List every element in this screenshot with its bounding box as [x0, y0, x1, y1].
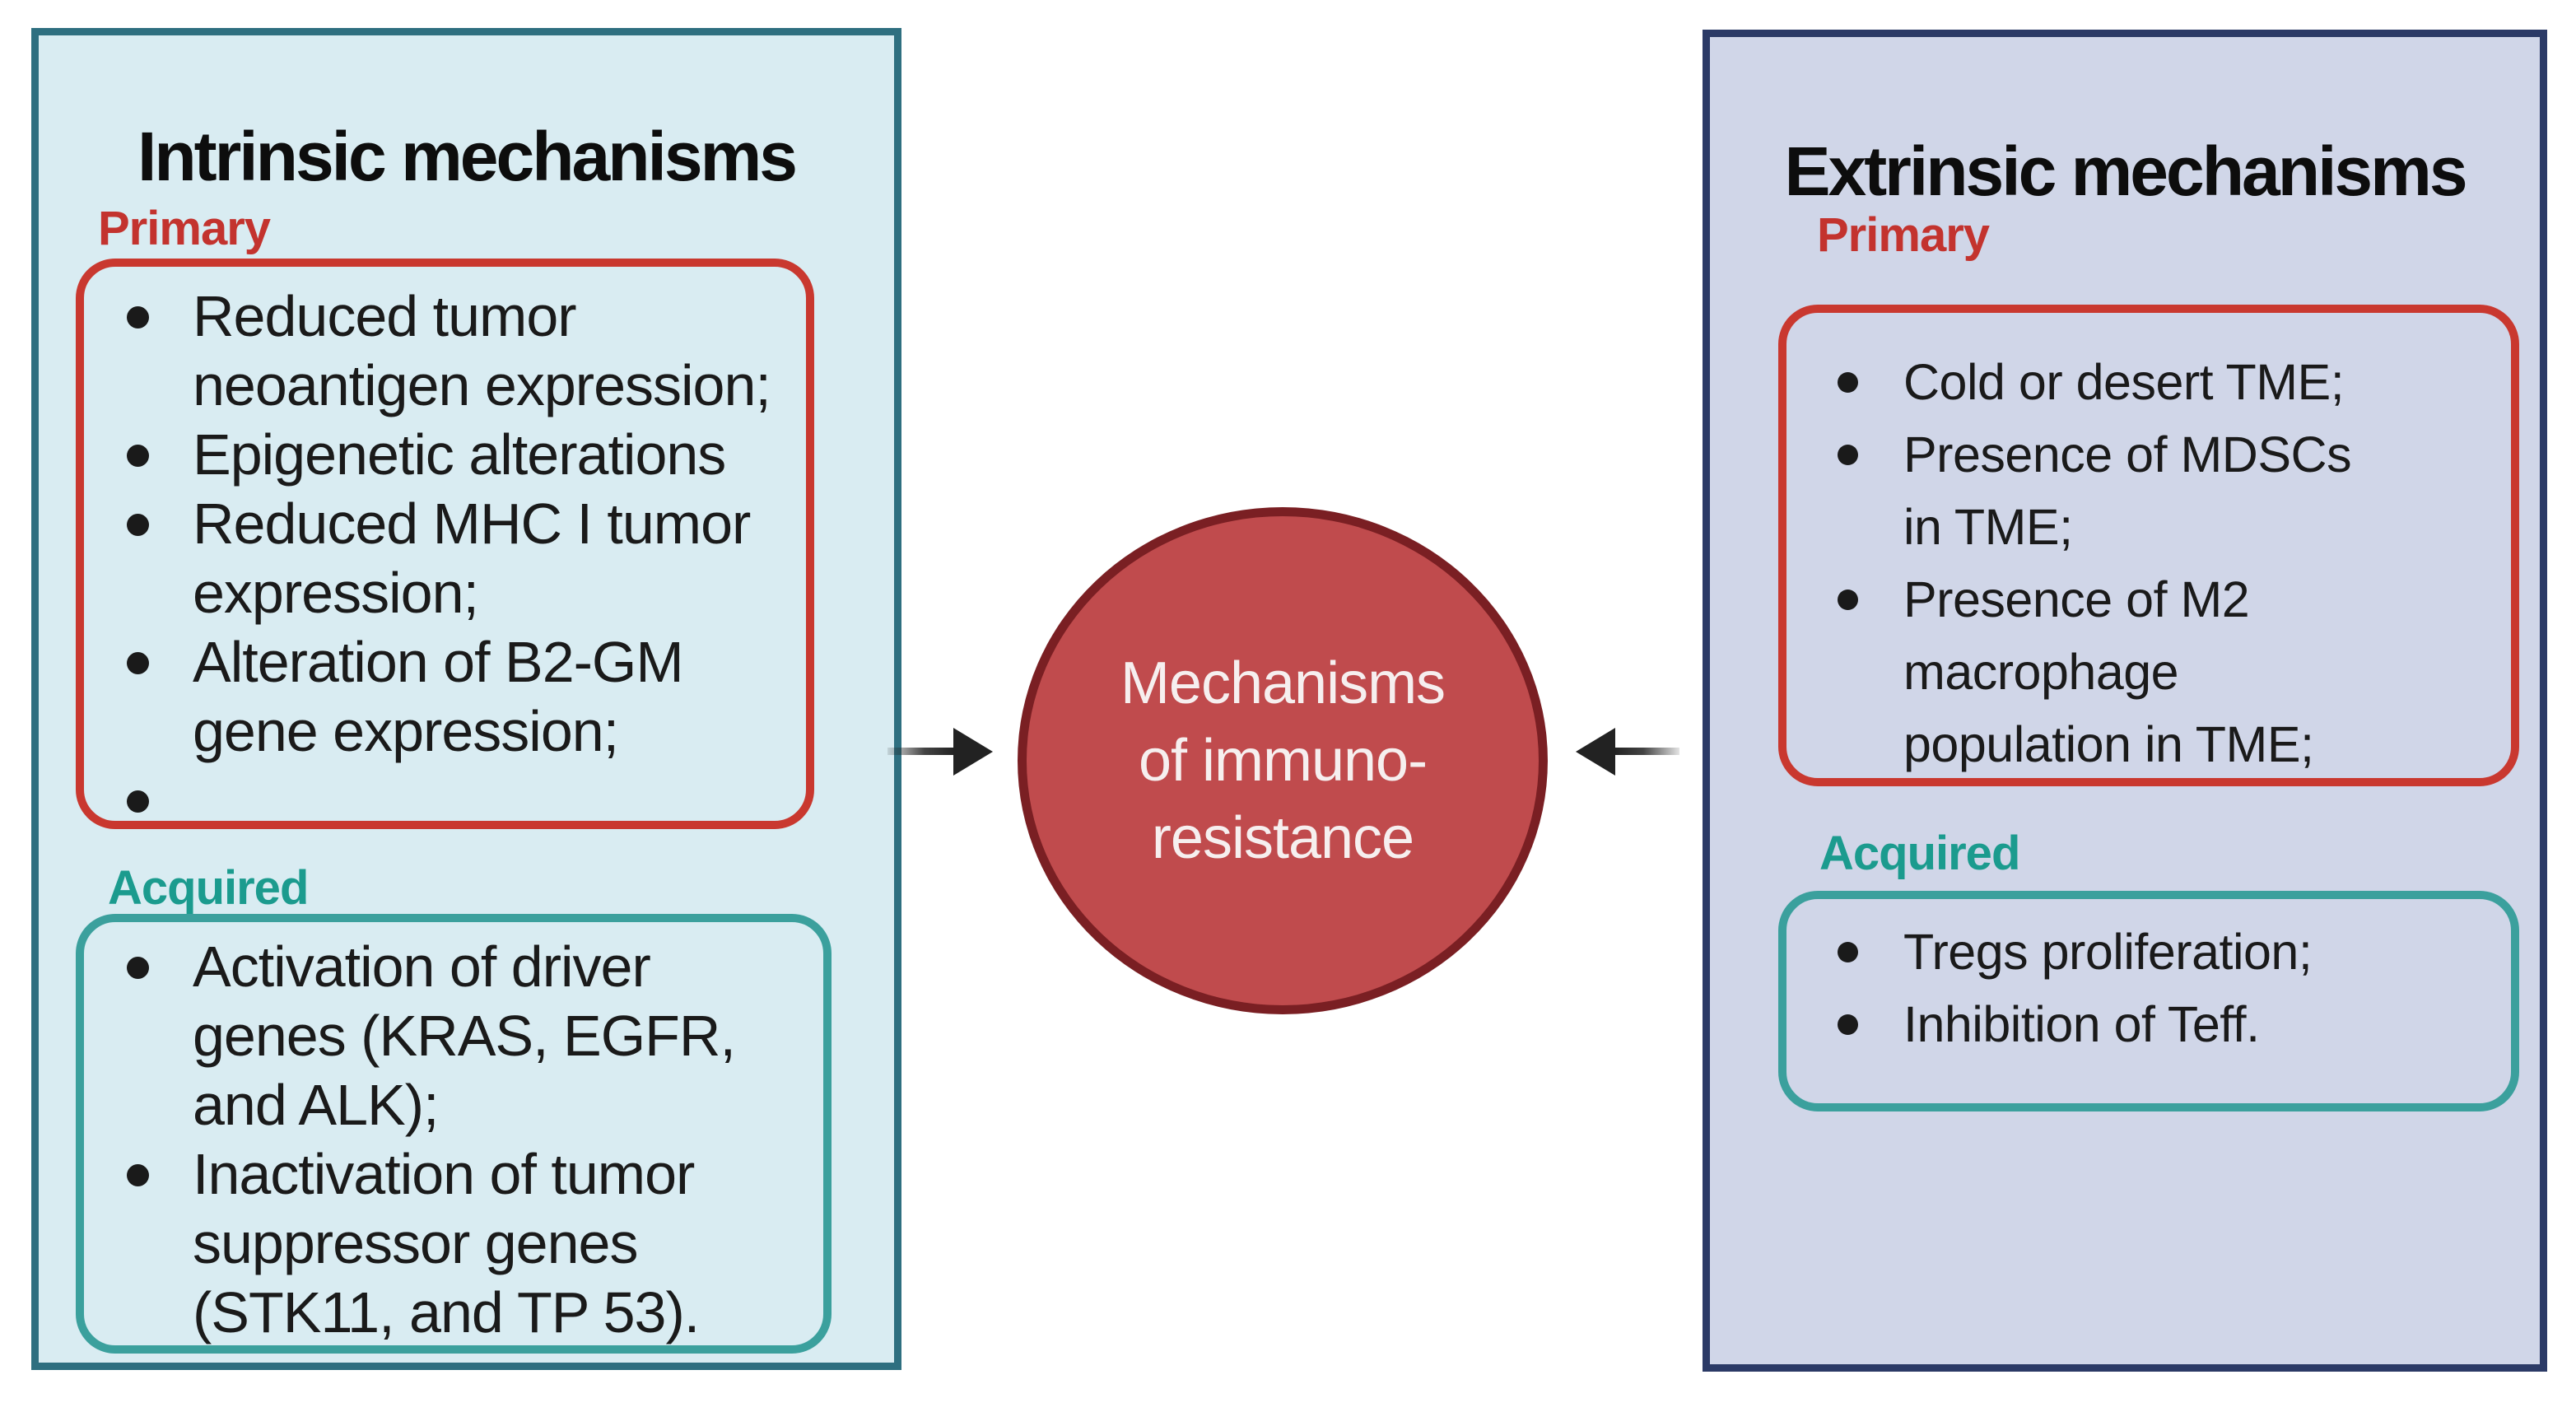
extrinsic-acquired-box: Tregs proliferation; Inhibition of Teff.: [1778, 891, 2519, 1111]
intrinsic-acquired-label: Acquired: [108, 861, 309, 915]
circle-text-line: Mechanisms: [1120, 650, 1446, 716]
list-item: Reduced MHC I tumor expression;: [84, 489, 798, 627]
list-item: Activation of driver genes (KRAS, EGFR, …: [84, 932, 815, 1139]
arrow-shaft: [1614, 748, 1679, 755]
intrinsic-primary-box: Reduced tumor neoantigen expression; Epi…: [76, 259, 814, 829]
extrinsic-acquired-label: Acquired: [1819, 827, 2020, 880]
intrinsic-acquired-box: Activation of driver genes (KRAS, EGFR, …: [76, 914, 831, 1354]
extrinsic-primary-box: Cold or desert TME; Presence of MDSCs in…: [1778, 305, 2519, 786]
arrow-head-left-icon: [1576, 728, 1615, 776]
intrinsic-acquired-list: Activation of driver genes (KRAS, EGFR, …: [84, 925, 815, 1347]
intrinsic-title: Intrinsic mechanisms: [137, 118, 798, 195]
extrinsic-acquired-list: Tregs proliferation; Inhibition of Teff.: [1786, 916, 2503, 1060]
list-item: Presence of MDSCs in TME;: [1786, 418, 2503, 563]
extrinsic-panel: Extrinsic mechanisms Primary Cold or des…: [1703, 30, 2547, 1372]
arrow-head-right-icon: [953, 728, 993, 776]
arrow-shaft: [887, 748, 955, 755]
list-item: Epigenetic alterations: [84, 420, 798, 489]
list-item: Alteration of B2-GM gene expression;: [84, 627, 798, 766]
arrow-extrinsic-to-circle: [1576, 720, 1679, 783]
extrinsic-title: Extrinsic mechanisms: [1784, 133, 2467, 210]
list-item: Cold or desert TME;: [1786, 346, 2503, 418]
arrow-intrinsic-to-circle: [887, 720, 993, 783]
extrinsic-primary-label: Primary: [1817, 208, 1990, 262]
list-item: Tregs proliferation;: [1786, 916, 2503, 988]
intrinsic-primary-list: Reduced tumor neoantigen expression; Epi…: [84, 275, 798, 835]
list-item-empty: [84, 766, 798, 835]
circle-text-line: of immuno-: [1138, 728, 1428, 794]
list-item: Inactivation of tumor suppressor genes (…: [84, 1139, 815, 1347]
circle-text-line: resistance: [1151, 805, 1414, 871]
extrinsic-primary-list: Cold or desert TME; Presence of MDSCs in…: [1786, 346, 2503, 781]
list-item: Inhibition of Teff.: [1786, 988, 2503, 1060]
mechanisms-circle: Mechanisms of immuno- resistance: [1018, 507, 1548, 1014]
intrinsic-panel: Intrinsic mechanisms Primary Reduced tum…: [31, 28, 901, 1370]
list-item: Reduced tumor neoantigen expression;: [84, 282, 798, 420]
list-item: Presence of M2 macrophage population in …: [1786, 563, 2503, 781]
intrinsic-primary-label: Primary: [98, 202, 271, 255]
